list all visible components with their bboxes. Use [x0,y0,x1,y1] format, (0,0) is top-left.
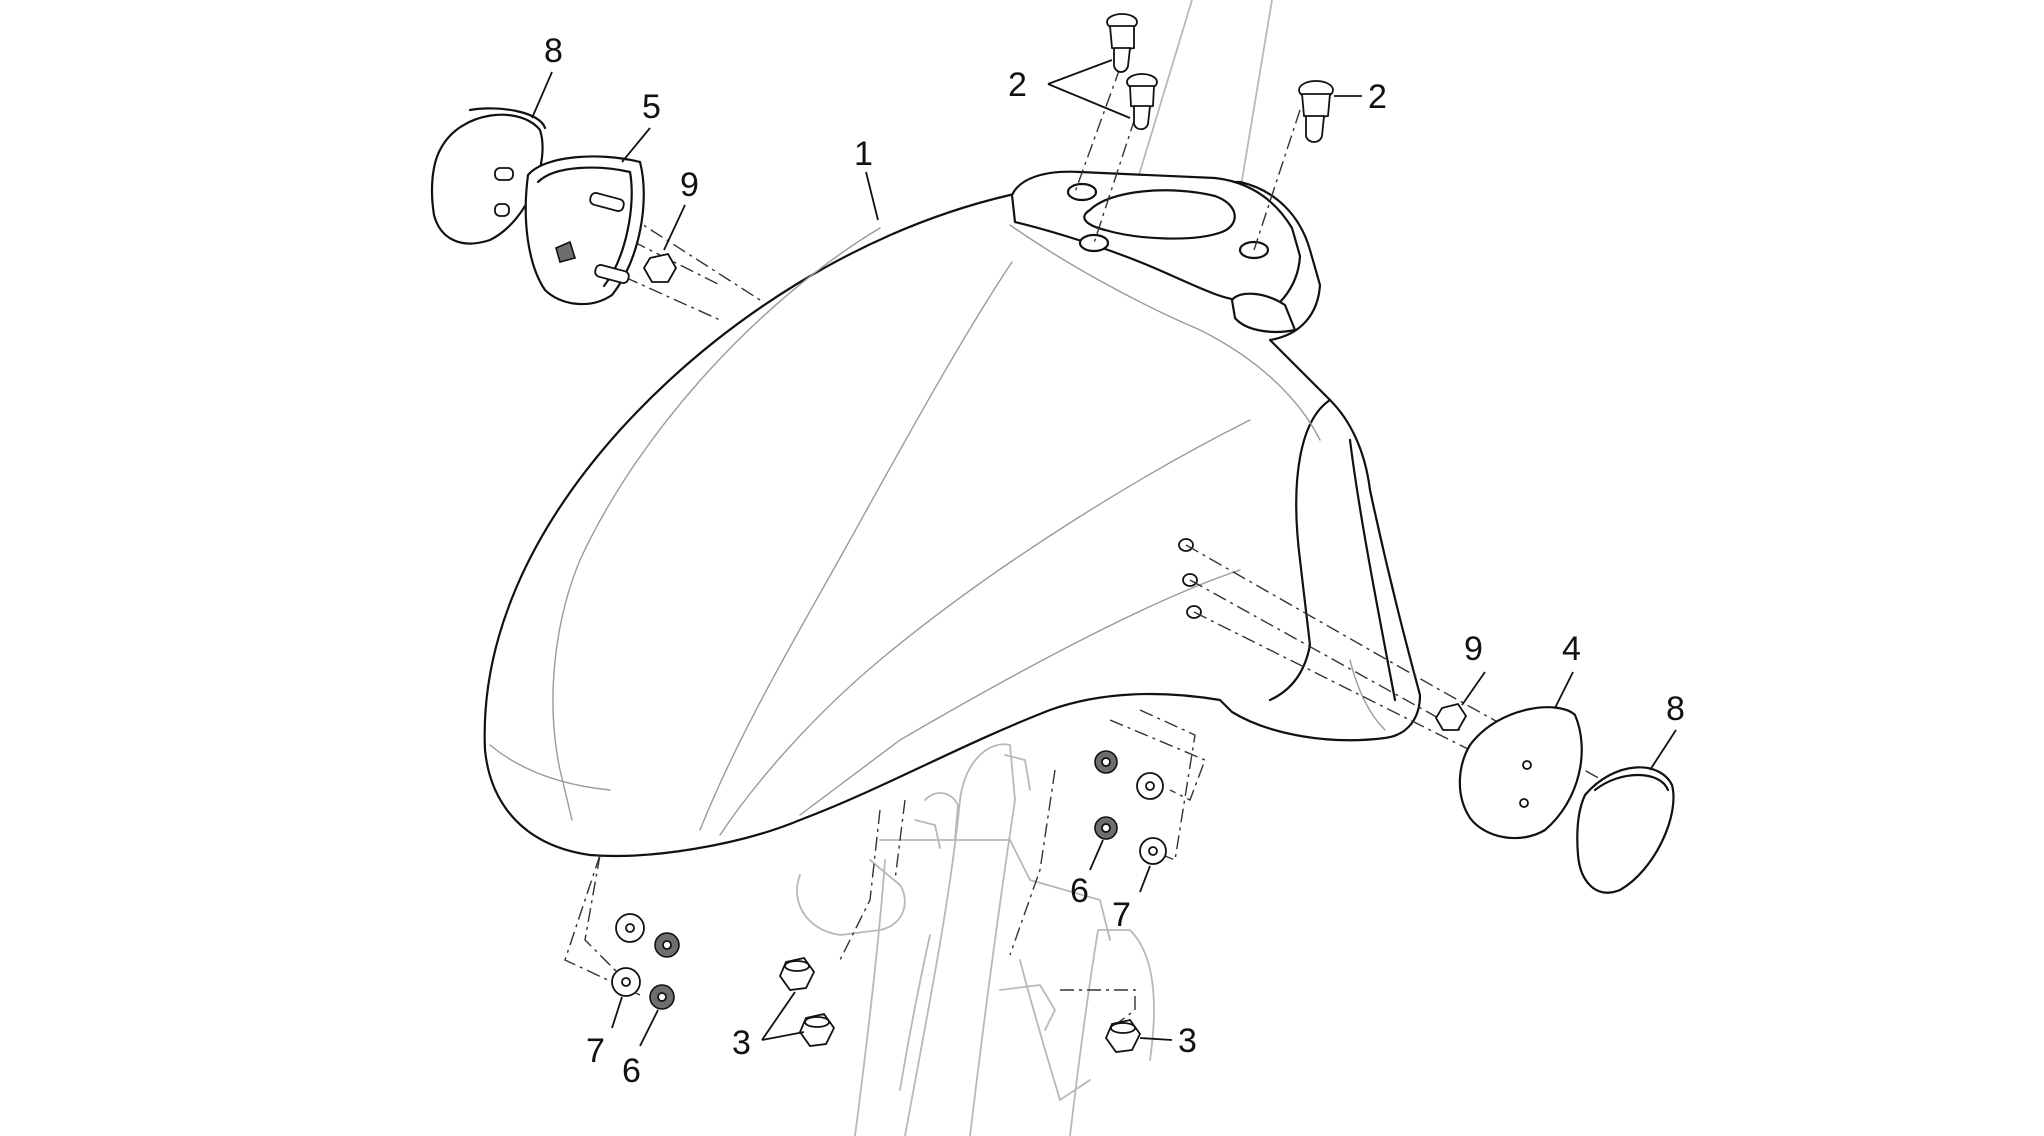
callout-screw-right: 2 [1368,78,1387,116]
callout-nut-right: 9 [1464,630,1483,668]
fork-assembly-ghost [796,0,1273,1136]
leader-lines [531,59,1677,1047]
callout-washer-flat-left: 7 [586,1032,605,1070]
callout-washer-right: 6 [1070,872,1089,910]
front-fender [483,170,1422,858]
callout-washer-left: 6 [622,1052,641,1090]
nut-right [1434,702,1468,731]
washer-set-right [1094,750,1167,865]
callout-nut-left: 9 [680,166,699,204]
callout-fender: 1 [854,135,873,173]
callout-reflector-cap-left: 8 [544,32,563,70]
callout-screw-top-pair: 2 [1008,66,1027,104]
callout-reflector-housing-right: 4 [1562,630,1581,668]
reflector-housing-right [1458,706,1583,840]
reflector-cap-left [430,107,547,245]
callout-labels: 1 2 2 8 5 9 9 4 8 6 7 7 6 3 3 [544,32,1685,1090]
callout-nut-bottom-left: 3 [732,1024,751,1062]
nuts-bottom [778,956,1142,1053]
callout-reflector-cap-right: 8 [1666,690,1685,728]
callout-nut-bottom-right: 3 [1178,1022,1197,1060]
callout-washer-flat-right: 7 [1112,896,1131,934]
callout-reflector-housing-left: 5 [642,88,661,126]
reflector-housing-left [524,155,645,306]
screw-top-1 [1106,13,1138,73]
screw-right [1298,80,1334,143]
screw-top-2 [1126,73,1158,131]
reflector-cap-right [1576,766,1675,894]
washer-set-left [611,913,680,1010]
nut-left [642,252,678,283]
